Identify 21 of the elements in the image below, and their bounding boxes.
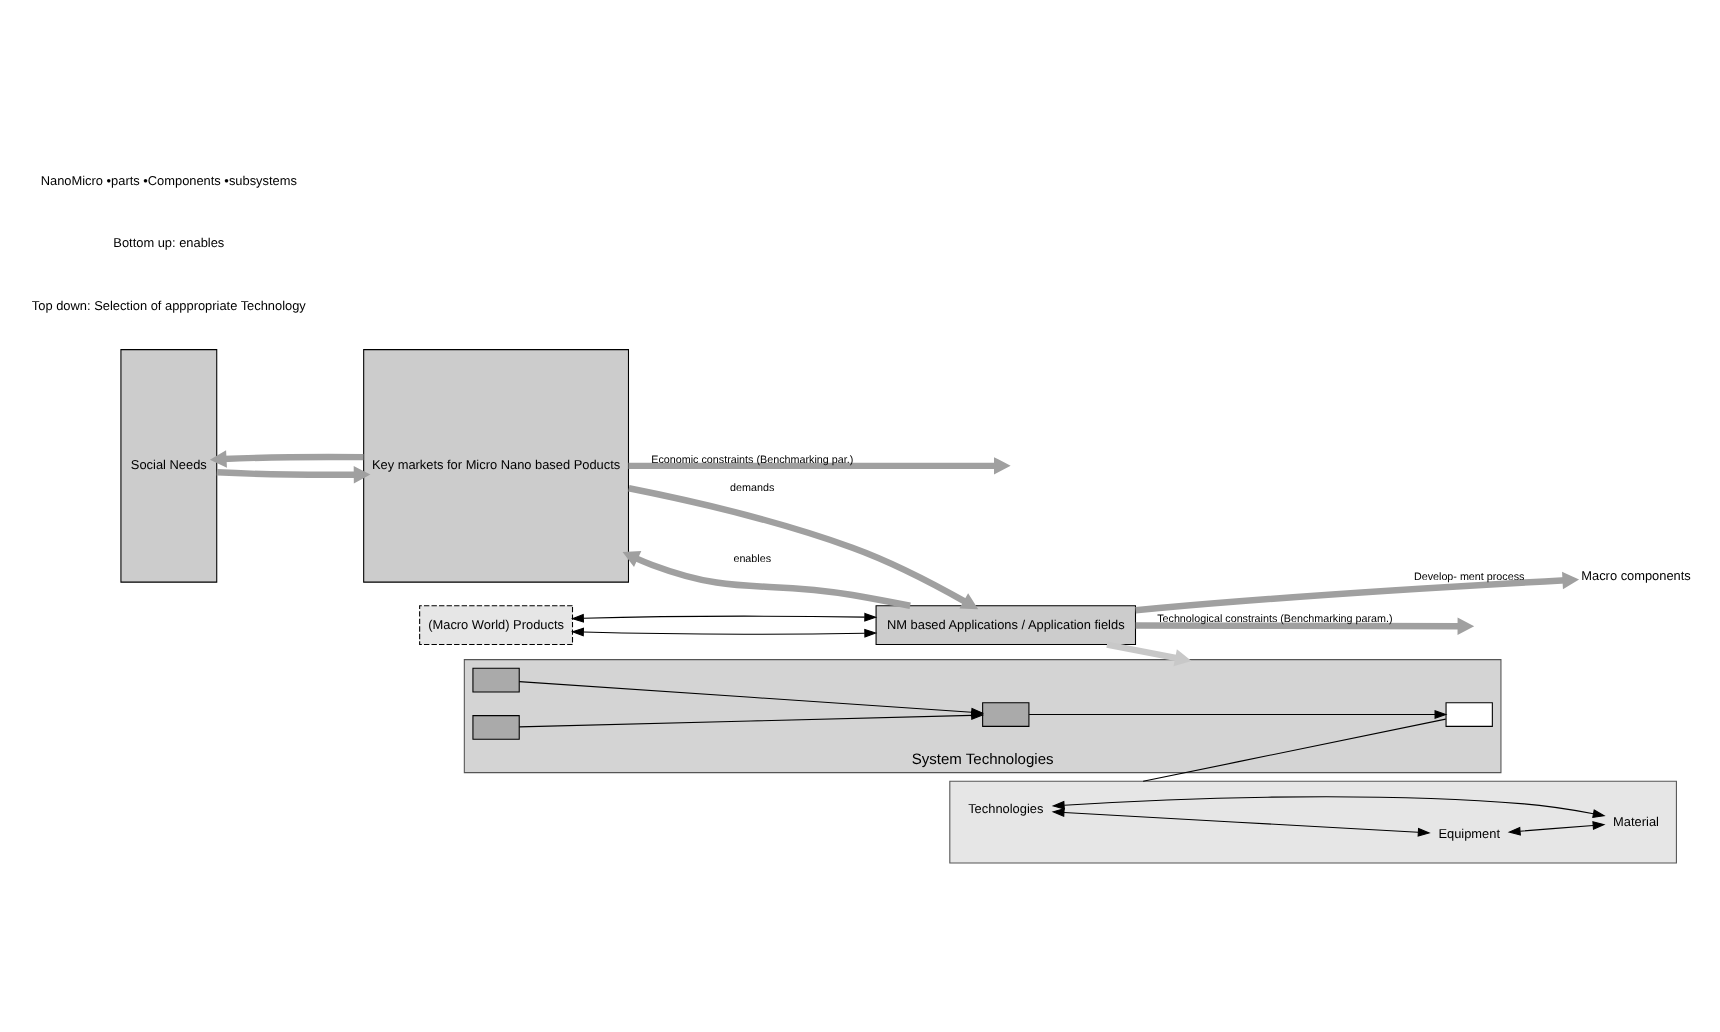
- arrow: [1050, 806, 1430, 836]
- arrow: [215, 464, 370, 483]
- arrow: [627, 484, 978, 609]
- arrow: [1134, 616, 1474, 634]
- arrow: [1506, 820, 1605, 835]
- cluster: [948, 779, 1676, 863]
- arrow: [1027, 709, 1447, 719]
- arrow: [1050, 795, 1605, 818]
- connector: [1141, 717, 1446, 781]
- arrow: [621, 550, 910, 608]
- arrow: [517, 709, 984, 727]
- arrow: [1105, 640, 1191, 666]
- node-box: [1444, 701, 1492, 726]
- node-box: [471, 714, 519, 739]
- arrow: [569, 611, 877, 622]
- arrow: [627, 456, 1010, 474]
- arrow: [1134, 570, 1579, 613]
- node-box: [471, 666, 519, 692]
- arrow: [208, 449, 363, 467]
- arrow: [569, 626, 877, 637]
- node-box: [981, 701, 1029, 726]
